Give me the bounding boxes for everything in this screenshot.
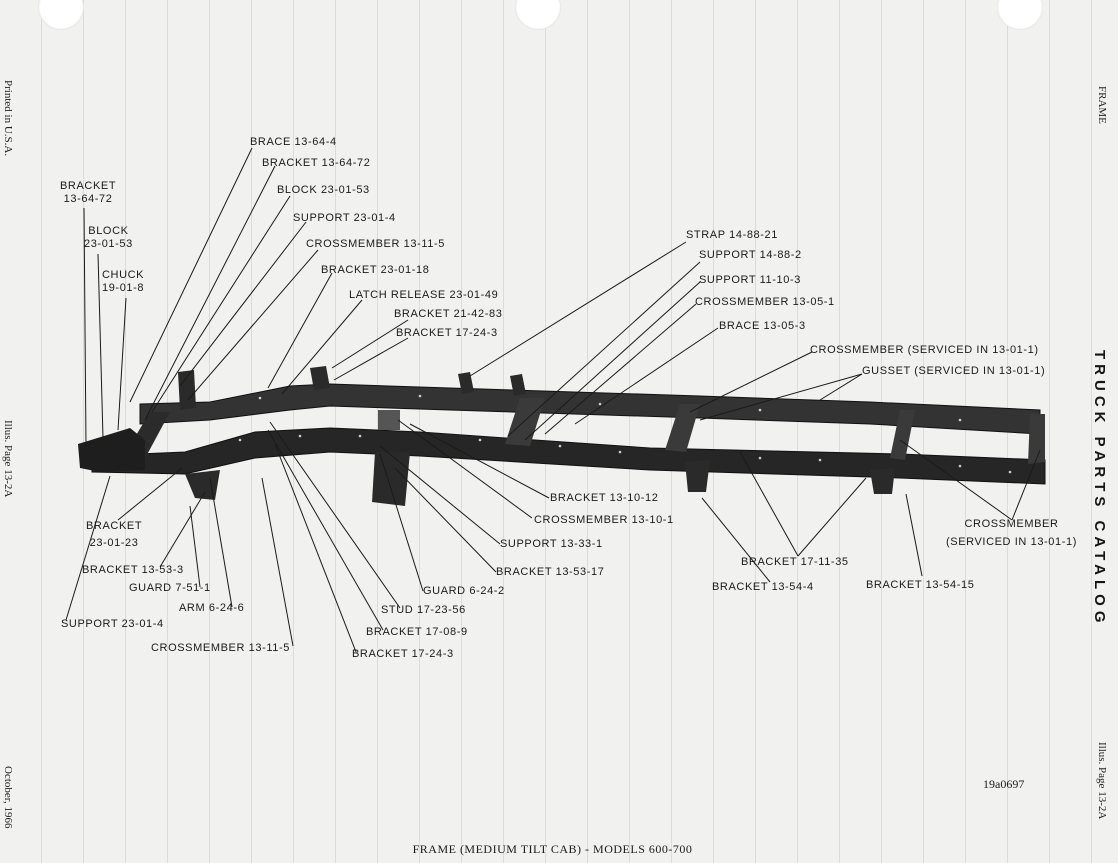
label-line: BRACKET bbox=[60, 180, 117, 192]
label-bracket-17-11-35: BRACKET 17-11-35 bbox=[741, 556, 849, 568]
label-bracket-13-53-17: BRACKET 13-53-17 bbox=[496, 566, 605, 578]
label-brace-13-05-3: BRACE 13-05-3 bbox=[719, 320, 806, 332]
label-block-23-01-53: BLOCK 23-01-53 bbox=[277, 184, 370, 196]
label-block-23-01-53-left: BLOCK 23-01-53 bbox=[84, 225, 133, 251]
label-chuck-19-01-8: CHUCK 19-01-8 bbox=[102, 269, 144, 295]
label-gusset-serviced: GUSSET (SERVICED IN 13-01-1) bbox=[862, 365, 1046, 377]
label-line: BLOCK bbox=[88, 225, 129, 237]
label-bracket-13-64-72-left: BRACKET 13-64-72 bbox=[60, 180, 116, 206]
label-arm-6-24-6: ARM 6-24-6 bbox=[179, 602, 245, 614]
label-bracket-17-24-3-bottom: BRACKET 17-24-3 bbox=[352, 648, 454, 660]
label-bracket-23-01-23: BRACKET 23-01-23 bbox=[86, 520, 142, 550]
label-line: CHUCK bbox=[102, 269, 145, 281]
label-line: (SERVICED IN 13-01-1) bbox=[946, 536, 1077, 548]
label-bracket-13-54-15: BRACKET 13-54-15 bbox=[866, 579, 975, 591]
label-bracket-13-10-12: BRACKET 13-10-12 bbox=[550, 492, 659, 504]
label-support-23-01-4-top: SUPPORT 23-01-4 bbox=[293, 212, 396, 224]
figure-caption: FRAME (MEDIUM TILT CAB) - MODELS 600-700 bbox=[412, 842, 693, 856]
label-line: 19-01-8 bbox=[102, 282, 145, 294]
label-bracket-13-53-3: BRACKET 13-53-3 bbox=[82, 564, 184, 576]
label-support-11-10-3: SUPPORT 11-10-3 bbox=[699, 274, 801, 286]
label-line: 13-64-72 bbox=[63, 193, 113, 205]
label-latch-release-23-01-49: LATCH RELEASE 23-01-49 bbox=[349, 289, 499, 301]
label-crossmember-13-11-5-bottom: CROSSMEMBER 13-11-5 bbox=[151, 642, 290, 654]
label-line: CROSSMEMBER bbox=[964, 518, 1059, 530]
label-guard-7-51-1: GUARD 7-51-1 bbox=[129, 582, 211, 594]
label-crossmember-rear: CROSSMEMBER (SERVICED IN 13-01-1) bbox=[946, 518, 1077, 549]
label-bracket-17-24-3-top: BRACKET 17-24-3 bbox=[396, 327, 498, 339]
label-line: BRACKET bbox=[86, 520, 143, 532]
label-crossmember-serviced: CROSSMEMBER (SERVICED IN 13-01-1) bbox=[810, 344, 1039, 356]
label-bracket-13-64-72: BRACKET 13-64-72 bbox=[262, 157, 371, 169]
label-line: 23-01-23 bbox=[89, 537, 139, 549]
label-stud-17-23-56: STUD 17-23-56 bbox=[381, 604, 466, 616]
label-crossmember-13-11-5-top: CROSSMEMBER 13-11-5 bbox=[306, 238, 445, 250]
label-bracket-23-01-18: BRACKET 23-01-18 bbox=[321, 264, 430, 276]
label-line: 23-01-53 bbox=[84, 238, 133, 250]
label-support-14-88-2: SUPPORT 14-88-2 bbox=[699, 249, 802, 261]
label-crossmember-13-05-1: CROSSMEMBER 13-05-1 bbox=[695, 296, 835, 308]
label-strap-14-88-21: STRAP 14-88-21 bbox=[686, 229, 778, 241]
label-support-13-33-1: SUPPORT 13-33-1 bbox=[500, 538, 603, 550]
label-crossmember-13-10-1: CROSSMEMBER 13-10-1 bbox=[534, 514, 674, 526]
label-bracket-17-08-9: BRACKET 17-08-9 bbox=[366, 626, 468, 638]
label-bracket-13-54-4: BRACKET 13-54-4 bbox=[712, 581, 814, 593]
label-brace-13-64-4: BRACE 13-64-4 bbox=[250, 136, 337, 148]
label-bracket-21-42-83: BRACKET 21-42-83 bbox=[394, 308, 503, 320]
figure-number: 19a0697 bbox=[983, 777, 1025, 791]
label-support-23-01-4-bottom: SUPPORT 23-01-4 bbox=[61, 618, 164, 630]
label-guard-6-24-2: GUARD 6-24-2 bbox=[423, 585, 505, 597]
